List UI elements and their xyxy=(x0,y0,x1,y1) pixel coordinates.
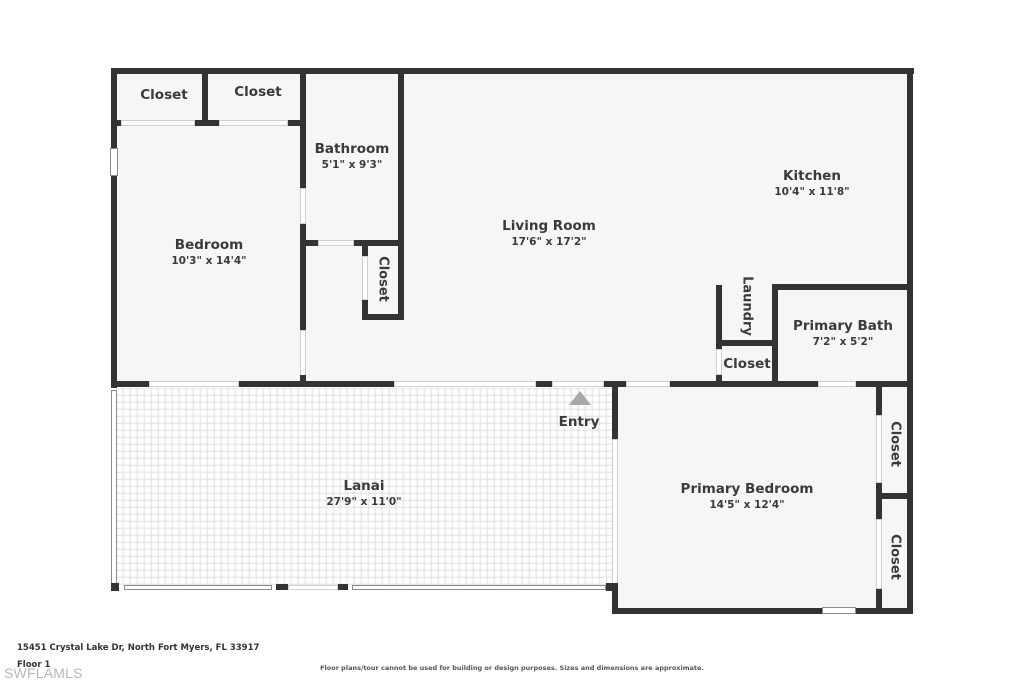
room-name: Closet xyxy=(140,87,188,103)
outer-wall-top xyxy=(111,68,914,74)
hall-closet-door xyxy=(362,256,368,300)
wall-laundry-left xyxy=(716,285,722,349)
wall-pcloset-left-b xyxy=(876,483,882,519)
bedroom-lanai-window xyxy=(149,381,239,387)
room-label-bedroom: Bedroom 10'3" x 14'4" xyxy=(171,237,246,268)
room-label-laundry: Laundry xyxy=(739,276,755,336)
wall-bath-left-upper xyxy=(300,68,306,188)
room-name: Bedroom xyxy=(174,237,244,253)
wall-pbath-top xyxy=(772,284,912,290)
room-label-closet-hall: Closet xyxy=(375,256,391,302)
bath-hall-door xyxy=(318,240,354,246)
outer-wall-right-upper xyxy=(907,68,913,388)
wall-primary-bottom-b xyxy=(856,608,913,614)
room-label-primary-bedroom: Primary Bedroom 14'5" x 12'4" xyxy=(681,481,814,512)
wall-hallcloset-bottom xyxy=(362,314,404,320)
room-name: Closet xyxy=(723,356,771,372)
wall-bath-bottom-a xyxy=(300,240,318,246)
lanai-door-bottom xyxy=(288,585,338,590)
room-dimensions: 27'9" x 11'0" xyxy=(326,496,402,508)
wall-lanai-top-a xyxy=(111,381,149,387)
room-label-closet-2: Closet xyxy=(234,84,281,101)
wall-bath-left-lower xyxy=(300,224,306,330)
floor-label: Floor 1 xyxy=(17,660,51,670)
room-label-closet-primary-1: Closet xyxy=(887,421,903,467)
room-dimensions: 14'5" x 12'4" xyxy=(709,499,785,511)
room-label-primary-bath: Primary Bath 7'2" x 5'2" xyxy=(793,318,893,349)
room-name: Kitchen xyxy=(783,168,841,184)
room-name: Living Room xyxy=(502,218,596,234)
laundry-closet-door xyxy=(716,349,722,375)
primary-bath-door xyxy=(818,381,856,387)
wall-closet-bottom-b xyxy=(195,120,219,126)
wall-hallcloset-left-bottom xyxy=(362,300,368,320)
lanai-screen-bottom-b xyxy=(352,585,606,590)
entry-arrow-icon xyxy=(569,391,591,405)
room-label-kitchen: Kitchen 10'4" x 11'8" xyxy=(774,168,849,199)
wall-pcloset-divider xyxy=(876,493,912,499)
lanai-corner-bl xyxy=(111,583,119,591)
wall-lanai-top-b xyxy=(239,381,394,387)
wall-primary-left-bottom xyxy=(612,583,618,614)
primary-bedroom-floor xyxy=(616,384,908,610)
lanai-screen-left xyxy=(111,390,117,584)
wall-closet-divider xyxy=(202,68,208,126)
wall-pcloset-left-a xyxy=(876,381,882,415)
lanai-primary-slider xyxy=(612,439,618,585)
lanai-post-b xyxy=(338,584,348,590)
property-address: 15451 Crystal Lake Dr, North Fort Myers,… xyxy=(17,643,260,653)
room-name: Bathroom xyxy=(314,141,390,157)
closet-door-2 xyxy=(219,120,288,126)
room-name: Closet xyxy=(234,84,282,100)
primary-closet-door-2 xyxy=(876,519,882,589)
room-label-closet-primary-2: Closet xyxy=(887,534,903,580)
room-label-lanai: Lanai 27'9" x 11'0" xyxy=(326,478,401,509)
lanai-screen-bottom-a xyxy=(124,585,272,590)
closet-door-1 xyxy=(121,120,195,126)
lanai-corner-br xyxy=(606,583,616,591)
wall-hallcloset-left-top xyxy=(362,240,368,256)
room-dimensions: 7'2" x 5'2" xyxy=(812,336,874,348)
lanai-floor-tiles xyxy=(116,388,612,586)
room-name: Entry xyxy=(558,414,600,430)
wall-lanai-top-c xyxy=(536,381,552,387)
wall-primary-left xyxy=(612,381,618,439)
room-dimensions: 10'3" x 14'4" xyxy=(171,255,247,267)
room-name: Primary Bath xyxy=(793,318,893,334)
room-name: Lanai xyxy=(343,478,385,494)
wall-bath-bottom-b xyxy=(354,240,404,246)
living-lanai-slider xyxy=(394,381,536,387)
wall-primary-bottom-a xyxy=(612,608,822,614)
wall-pcloset-left-c xyxy=(876,589,882,611)
wall-primary-top-b xyxy=(856,381,912,387)
room-label-entry: Entry xyxy=(559,414,600,431)
window-bedroom-left xyxy=(110,148,118,176)
room-dimensions: 5'1" x 9'3" xyxy=(321,159,383,171)
room-dimensions: 17'6" x 17'2" xyxy=(511,236,587,248)
wall-laundry-left-bottom xyxy=(716,375,722,385)
bedroom-door xyxy=(300,330,306,378)
wall-laundry-bottom xyxy=(716,340,776,346)
watermark-logo: SWFLAMLS xyxy=(4,665,83,681)
primary-closet-door-1 xyxy=(876,415,882,483)
room-label-closet-laundry: Closet xyxy=(723,356,770,373)
wall-primary-top-a xyxy=(670,381,818,387)
entry-door xyxy=(552,381,604,387)
window-primary-bottom xyxy=(822,607,856,614)
wall-pbath-left xyxy=(772,284,778,384)
disclaimer-text: Floor plans/tour cannot be used for buil… xyxy=(320,664,704,672)
outer-wall-left-upper xyxy=(111,68,117,148)
wall-bath-right xyxy=(398,68,404,320)
bathroom-door xyxy=(300,188,306,224)
primary-bedroom-top-opening xyxy=(626,381,670,387)
room-name: Primary Bedroom xyxy=(680,481,814,497)
lanai-post-a xyxy=(276,584,288,590)
wall-closet-bottom-a xyxy=(111,120,121,126)
room-dimensions: 10'4" x 11'8" xyxy=(774,186,850,198)
outer-wall-left-lower xyxy=(111,176,117,388)
room-label-living-room: Living Room 17'6" x 17'2" xyxy=(502,218,596,249)
wall-closet-bottom-c xyxy=(288,120,306,126)
room-label-closet-1: Closet xyxy=(140,87,187,104)
room-label-bathroom: Bathroom 5'1" x 9'3" xyxy=(315,141,390,172)
